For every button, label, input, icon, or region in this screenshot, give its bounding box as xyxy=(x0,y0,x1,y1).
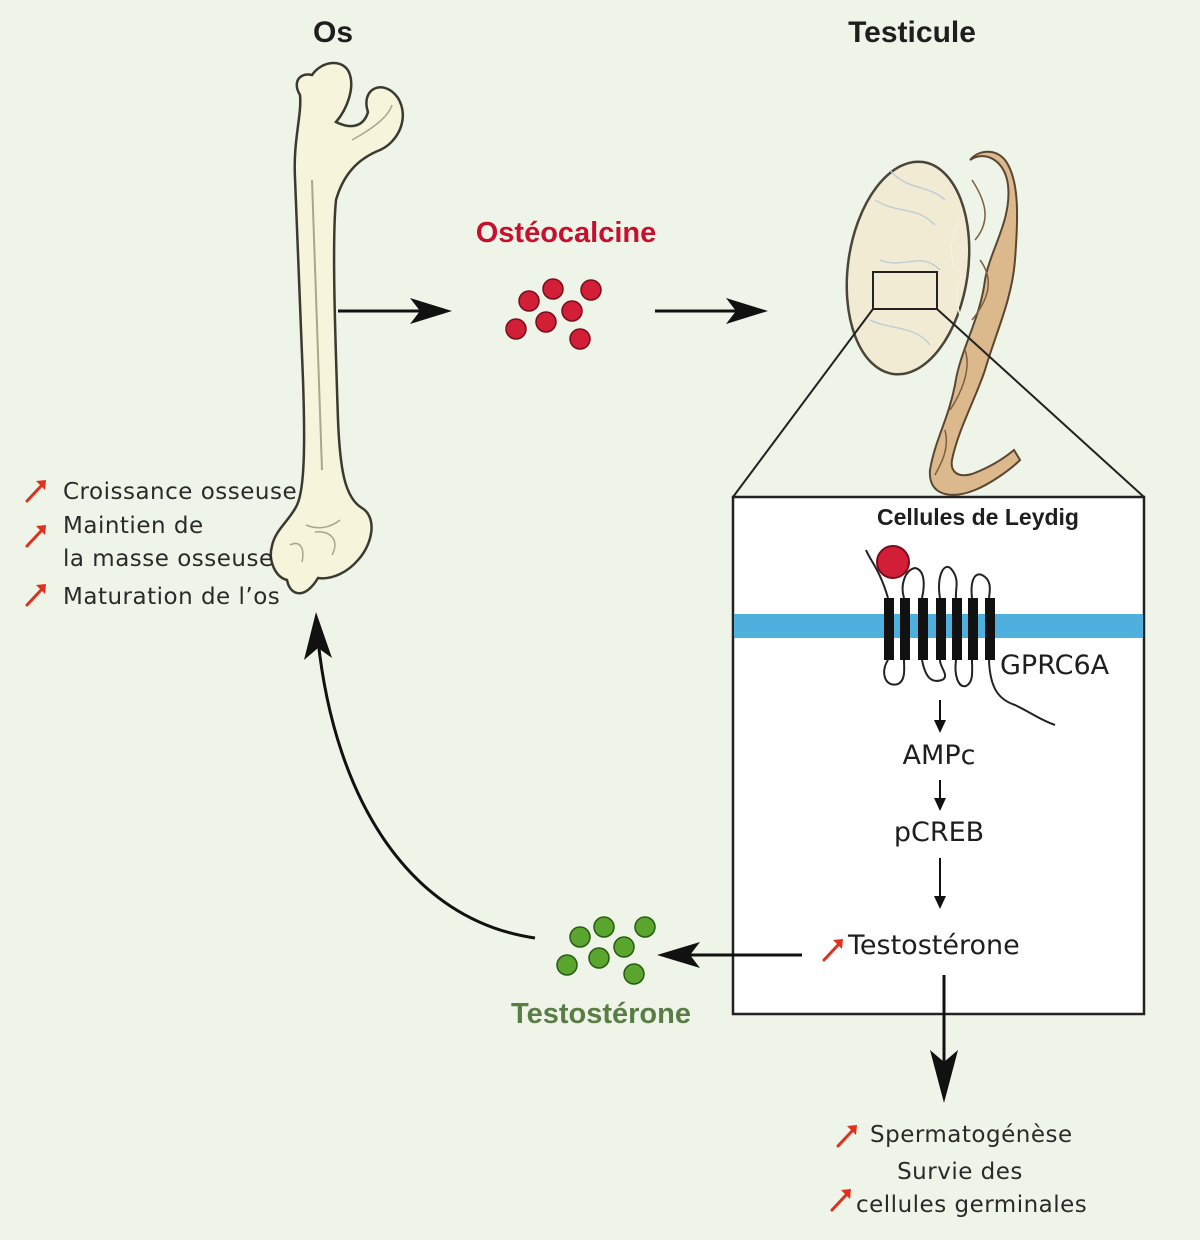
testosterone-hormone-label: Testostérone xyxy=(511,998,691,1030)
zoom-line-right xyxy=(936,308,1145,498)
osteocalcin-label: Ostéocalcine xyxy=(475,217,657,249)
testis-effect-survival: Survie des xyxy=(897,1159,1023,1185)
testosterone-inner-label: Testostérone xyxy=(848,930,1020,961)
leydig-cells-label: Cellules de Leydig xyxy=(877,504,1079,530)
bone-title: Os xyxy=(312,16,354,49)
gprc6a-receptor xyxy=(865,549,1056,726)
testis-illustration xyxy=(845,150,1022,496)
bone-effect-maintenance: Maintien de xyxy=(63,513,204,539)
red-up-arrow-icon xyxy=(25,584,46,607)
red-up-arrow-icon xyxy=(25,480,46,503)
pcreb-label: pCREB xyxy=(893,817,985,848)
testosterone-molecules xyxy=(556,916,656,985)
bone-effect-growth: Croissance osseuse xyxy=(63,479,298,505)
testis-effect-germ-cells: cellules germinales xyxy=(856,1192,1088,1218)
red-up-arrow-icon xyxy=(836,1125,857,1148)
gprc6a-label: GPRC6A xyxy=(1000,650,1110,681)
zoom-line-left xyxy=(732,308,874,498)
red-up-arrow-icon xyxy=(830,1189,851,1212)
arrowhead-1 xyxy=(410,298,452,324)
femur-bone xyxy=(269,61,404,595)
arrowhead-2 xyxy=(726,298,768,324)
red-up-arrow-icon xyxy=(25,525,46,548)
red-up-arrow-icon xyxy=(822,939,843,962)
camp-label: AMPc xyxy=(902,740,976,771)
bone-effect-maturation: Maturation de l’os xyxy=(63,584,281,610)
osteocalcin-molecules xyxy=(505,278,602,350)
arrow-testosterone-to-bone xyxy=(316,639,536,940)
testicle-title: Testicule xyxy=(848,16,976,49)
bound-osteocalcin xyxy=(876,545,910,579)
testis-effect-spermatogenesis: Spermatogénèse xyxy=(870,1122,1073,1148)
bone-effect-mass: la masse osseuse xyxy=(63,546,274,572)
